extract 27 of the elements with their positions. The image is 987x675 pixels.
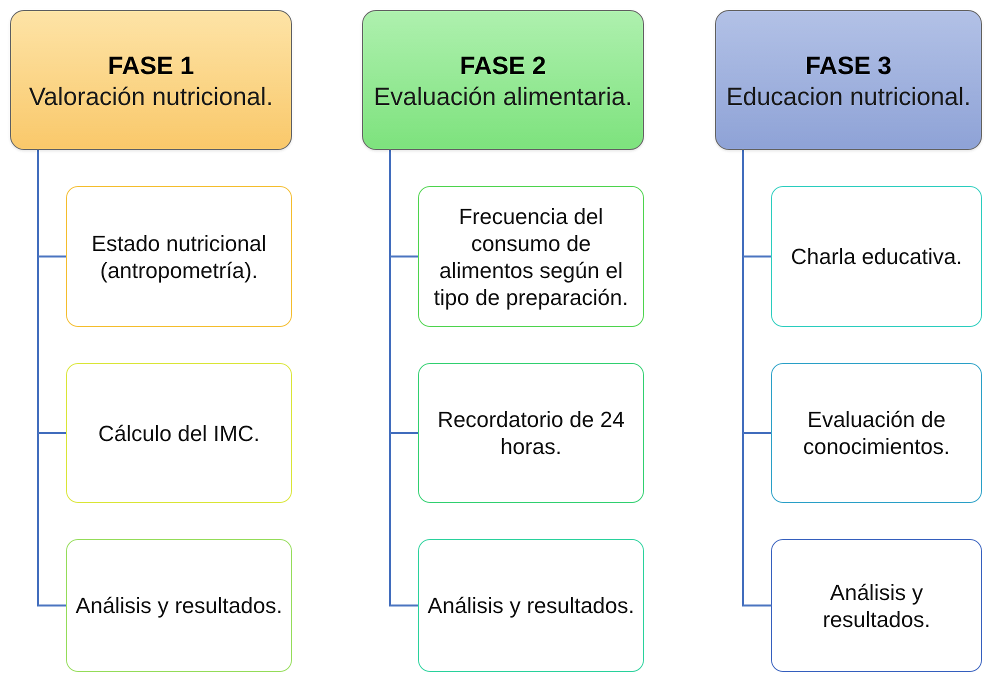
phase-subtitle: Valoración nutricional.	[28, 82, 274, 112]
step-text: Análisis y resultados.	[822, 578, 932, 632]
step-box	[771, 186, 982, 327]
step-box	[66, 539, 292, 672]
step-text: Frecuencia del consumo de alimentos según el tipo de preparación.	[432, 202, 630, 310]
step-box	[66, 363, 292, 503]
step-box	[66, 186, 292, 327]
step-box	[418, 363, 644, 503]
phase-header-box	[362, 10, 644, 150]
step-text: Evaluación de conocimientos.	[802, 406, 951, 460]
step-text: Análisis y resultados.	[428, 592, 634, 619]
step-box	[771, 363, 982, 503]
step-text: Estado nutricional (antropometría).	[90, 230, 268, 284]
phase-header-box	[10, 10, 292, 150]
step-box	[771, 539, 982, 672]
step-text: Charla educativa.	[790, 243, 962, 270]
phase-subtitle: Educacion nutricional.	[726, 82, 971, 112]
step-box	[418, 186, 644, 327]
phase-subtitle: Evaluación alimentaria.	[374, 82, 632, 112]
phase-title: FASE 1	[108, 50, 194, 82]
step-text: Recordatorio de 24 horas.	[436, 406, 626, 460]
phase-title: FASE 2	[460, 50, 546, 82]
step-box	[418, 539, 644, 672]
phase-header-box	[715, 10, 982, 150]
phase-title: FASE 3	[805, 50, 892, 82]
step-text: Cálculo del IMC.	[98, 420, 260, 446]
step-text: Análisis y resultados.	[76, 592, 282, 619]
